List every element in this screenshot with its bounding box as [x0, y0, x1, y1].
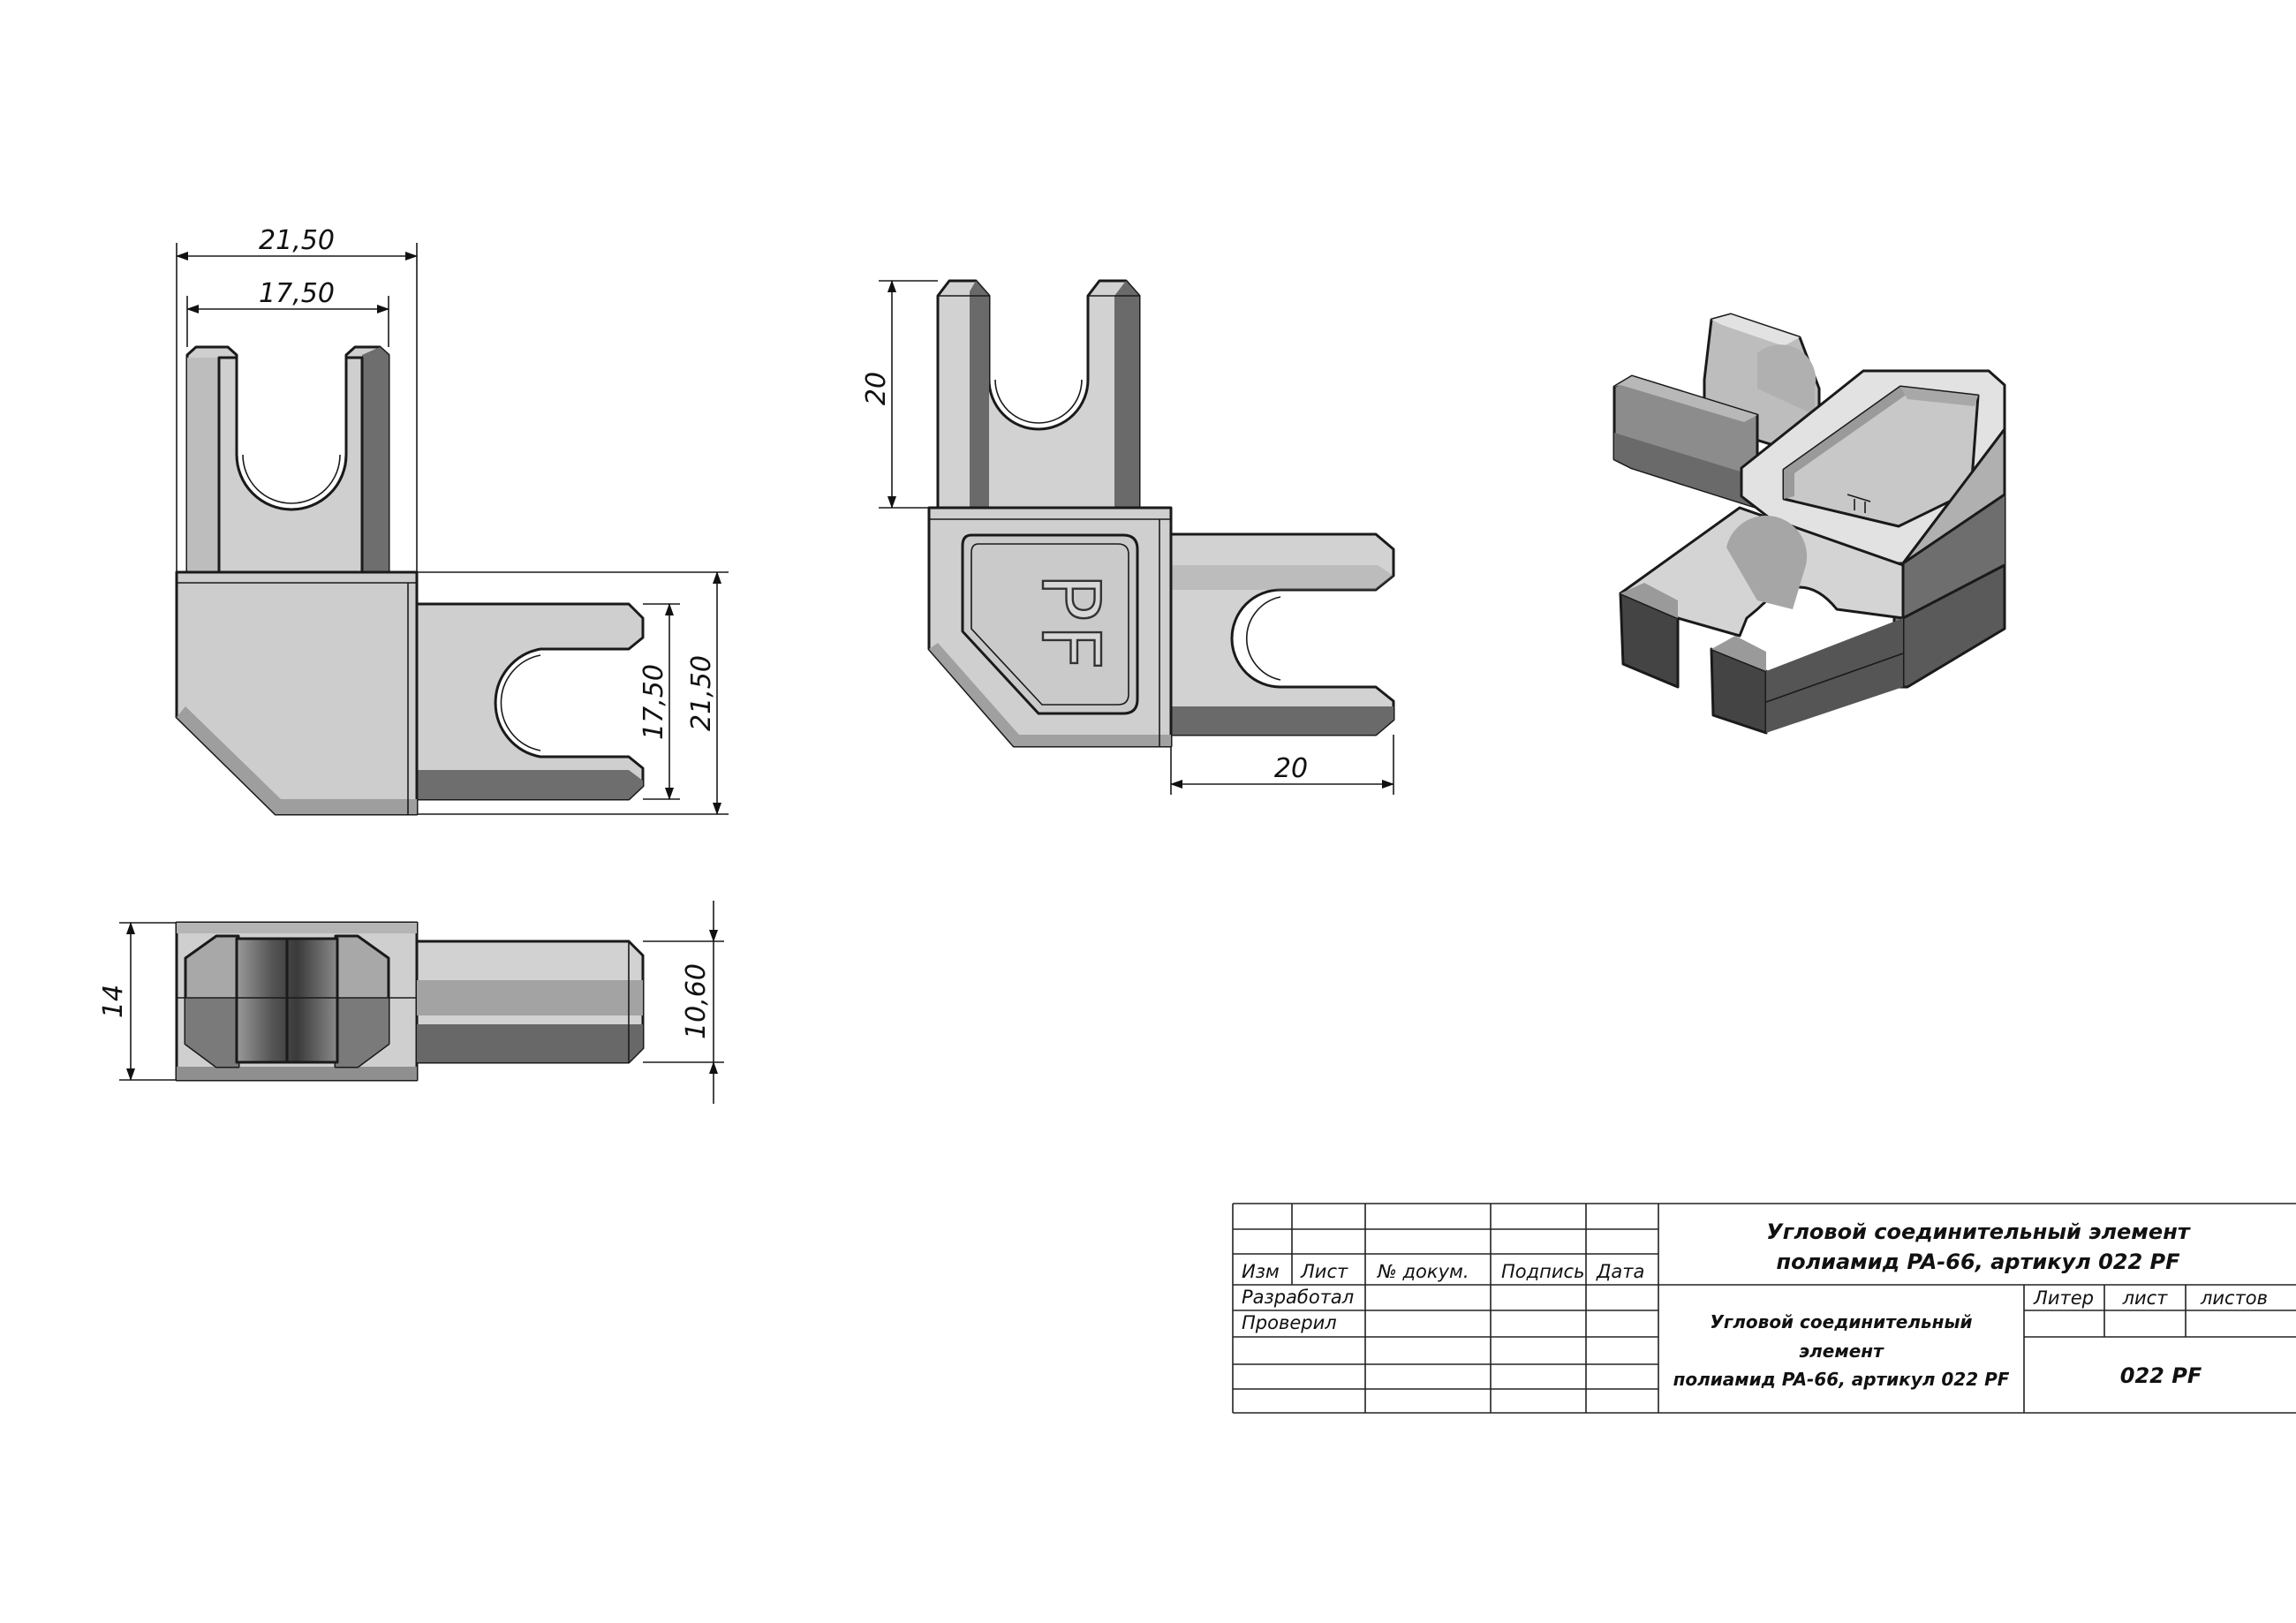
front-prong-shade-right: [362, 347, 389, 578]
dim-text-side-horizontal: 20: [1274, 753, 1308, 784]
front-view: 21,50 17,50 17,50 21,50: [175, 225, 729, 816]
tb-col-date: Дата: [1596, 1261, 1644, 1282]
tb-col-doc: № докум.: [1377, 1261, 1469, 1282]
dim-text-slot-height: 17,50: [638, 664, 669, 740]
tb-col-liter: Литер: [2033, 1287, 2094, 1309]
front-prong-shade-left: [187, 358, 219, 578]
dim-text-overall-height: 21,50: [686, 655, 717, 731]
dim-side-horizontal: 20: [1170, 735, 1394, 795]
front-main-block-bevel: [177, 706, 417, 814]
dim-text-side-vertical: 20: [861, 372, 892, 405]
front-main-block: [175, 570, 419, 816]
title-block: Угловой соединительный элемент полиамид …: [1232, 1203, 2296, 1414]
dim-text-slot-width: 17,50: [259, 278, 335, 309]
front-arm-slot-inner-edge: [500, 654, 541, 751]
front-arm-shade-bottom: [417, 770, 643, 799]
tb-name-line3: полиамид PA-66, артикул 022 PF: [1673, 1369, 2010, 1390]
dim-slot-height: 17,50: [638, 603, 680, 800]
dim-side-vertical: 20: [861, 280, 938, 509]
side-emboss-recess: [961, 533, 1139, 715]
front-prong-slot: [217, 356, 364, 580]
tb-designation: 022 PF: [2120, 1363, 2202, 1388]
side-view: PF 20 20: [861, 279, 1395, 795]
dim-overall-width: 21,50: [176, 225, 418, 572]
side-pf-mark: PF: [1023, 573, 1116, 674]
dim-text-overall-width: 21,50: [259, 225, 335, 256]
dim-bottom-height: 14: [98, 922, 177, 1081]
tb-col-sign: Подпись: [1501, 1261, 1584, 1282]
front-horizontal-arm: [415, 602, 645, 801]
front-slot-inner-edge: [242, 454, 341, 504]
tb-col-sheet: лист: [2122, 1287, 2169, 1309]
side-vertical-prongs: [936, 279, 1141, 512]
dim-bottom-arm-height: 10,60: [643, 901, 724, 1104]
tb-name-line1: Угловой соединительный: [1710, 1311, 1972, 1332]
dim-text-bottom-arm-height: 10,60: [681, 963, 712, 1039]
tb-col-izm: Изм: [1242, 1261, 1280, 1282]
tb-col-list: Лист: [1300, 1261, 1348, 1282]
tb-main-title-line1: Угловой соединительный элемент: [1766, 1219, 2192, 1244]
dim-slot-width: 17,50: [186, 278, 389, 347]
side-horizontal-arm: [1168, 532, 1395, 736]
dim-overall-height: 21,50: [417, 571, 729, 815]
iso-front-prong-left: [1619, 592, 1680, 689]
tb-row-checked: Проверил: [1242, 1312, 1337, 1333]
tb-main-title-line2: полиамид PA-66, артикул 022 PF: [1776, 1249, 2180, 1274]
tb-name-line2: элемент: [1799, 1340, 1884, 1362]
tb-row-developed: Разработал: [1242, 1287, 1354, 1308]
bottom-view: 14 10,60: [98, 901, 724, 1104]
tb-col-sheets: листов: [2200, 1287, 2268, 1309]
isometric-view: [1612, 313, 2006, 735]
dim-text-bottom-height: 14: [98, 985, 129, 1018]
